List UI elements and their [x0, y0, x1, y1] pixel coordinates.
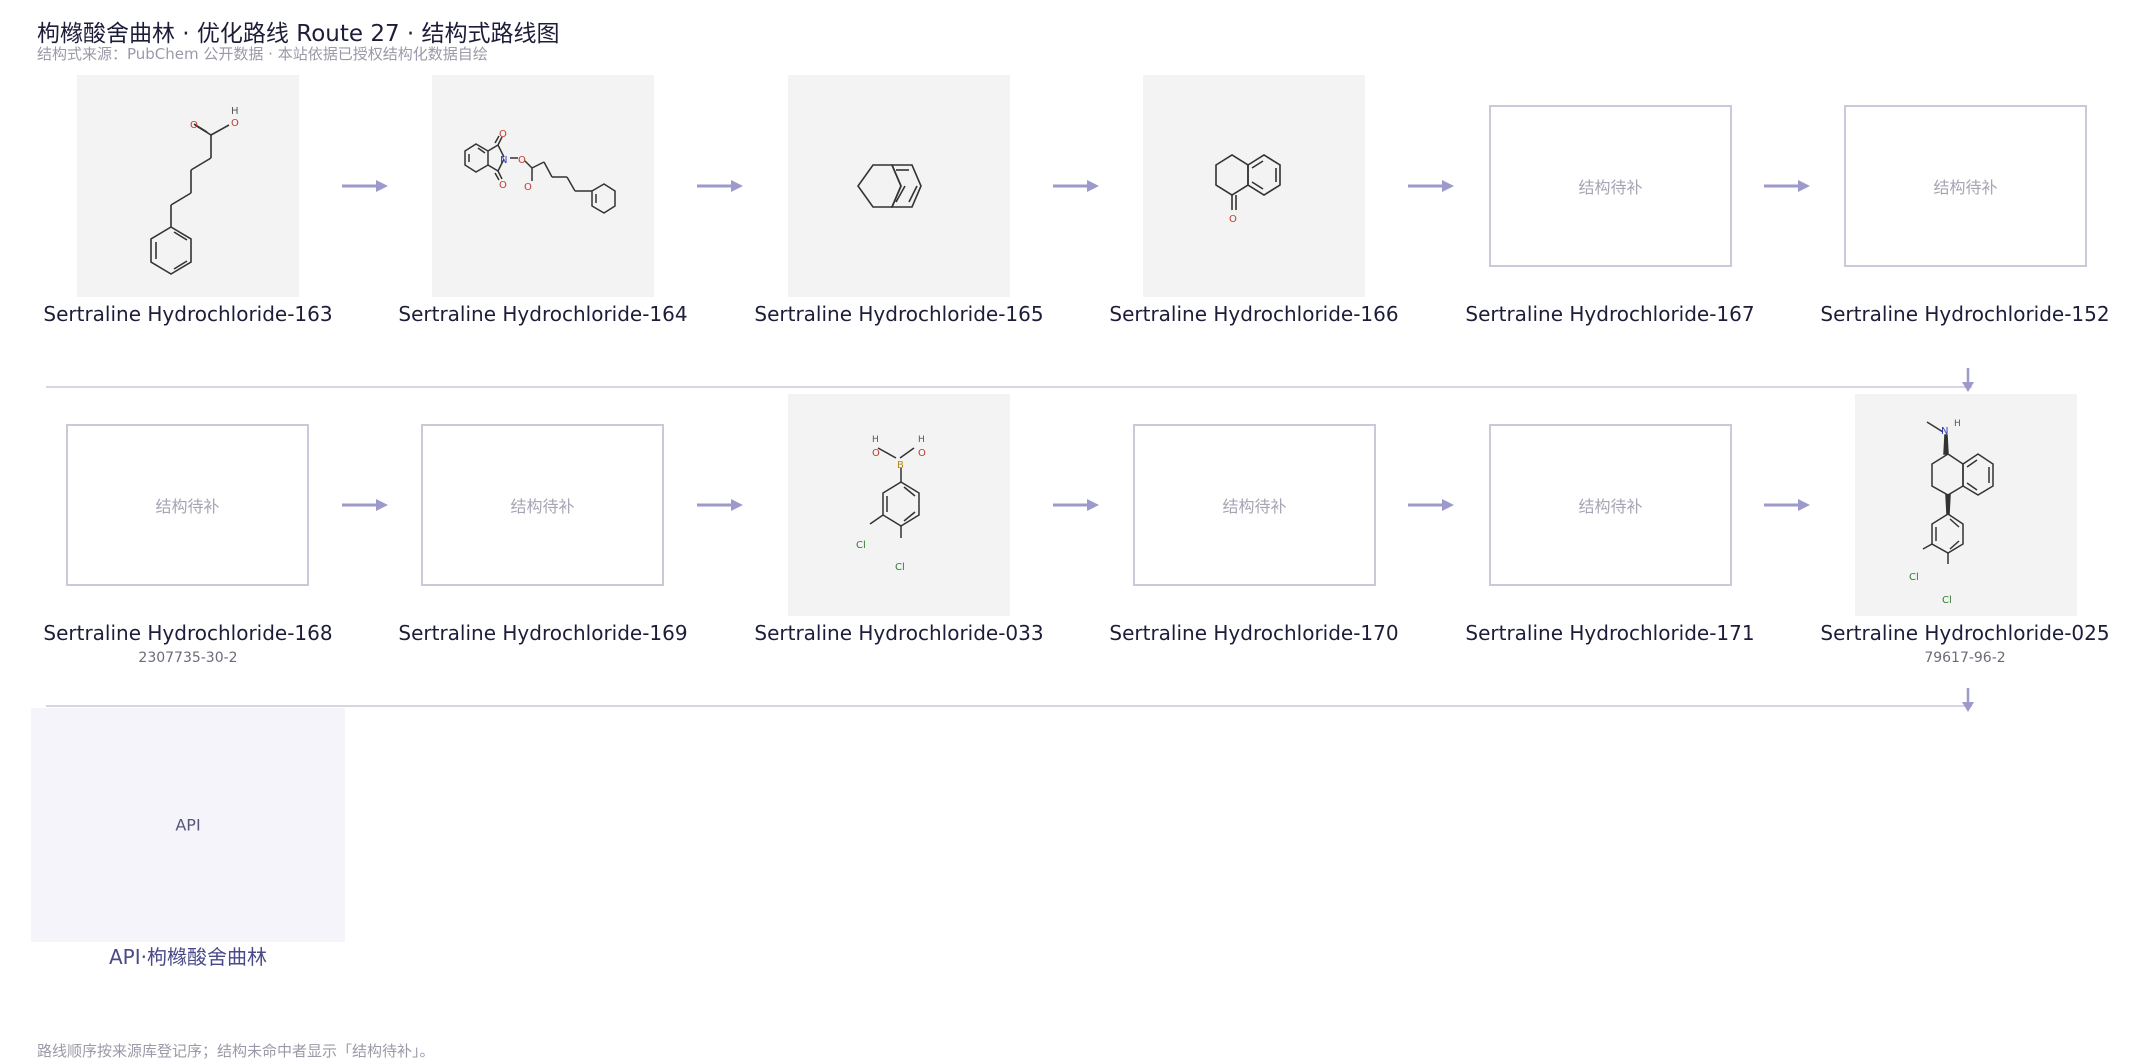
arrow-right-icon [1408, 499, 1454, 511]
row-divider [46, 705, 1972, 707]
svg-text:O: O [231, 118, 239, 129]
svg-text:H: H [1954, 419, 1961, 429]
structure-card-025[interactable]: N H Cl Cl [1855, 394, 2077, 616]
svg-text:H: H [872, 435, 879, 445]
svg-text:Cl: Cl [895, 562, 905, 573]
arrow-right-icon [1764, 180, 1810, 192]
structure-dichlorophenylboronic-acid: H O H O B Cl Cl [856, 435, 926, 573]
arrow-down-icon [1962, 368, 1974, 392]
placeholder-card-168[interactable]: 结构待补 [66, 424, 309, 586]
api-box-text: API [175, 815, 201, 835]
placeholder-card-170[interactable]: 结构待补 [1133, 424, 1376, 586]
row-divider [46, 386, 1972, 388]
arrow-right-icon [1053, 499, 1099, 511]
svg-text:O: O [190, 120, 198, 131]
placeholder-text: 结构待补 [1933, 178, 1998, 197]
arrow-down-icon [1962, 688, 1974, 712]
arrow-right-icon [1408, 180, 1454, 192]
svg-text:N: N [500, 155, 507, 166]
placeholder-card-167[interactable]: 结构待补 [1489, 105, 1732, 267]
placeholder-card-171[interactable]: 结构待补 [1489, 424, 1732, 586]
step-label-168: Sertraline Hydrochloride-168 [43, 621, 333, 645]
svg-text:O: O [499, 180, 507, 191]
structure-1-tetralone: O [1215, 154, 1281, 225]
step-label-025: Sertraline Hydrochloride-025 [1820, 621, 2110, 645]
structure-5-phenylpentanoic-acid: O O H [150, 106, 239, 275]
step-label-033: Sertraline Hydrochloride-033 [754, 621, 1044, 645]
arrow-right-icon [697, 499, 743, 511]
svg-text:H: H [231, 106, 239, 117]
step-label-164: Sertraline Hydrochloride-164 [398, 302, 688, 326]
structure-card-165[interactable] [788, 75, 1010, 297]
placeholder-card-169[interactable]: 结构待补 [421, 424, 664, 586]
cas-number: 79617-96-2 [1924, 650, 2006, 666]
api-card[interactable]: API [31, 708, 345, 942]
svg-text:Cl: Cl [1909, 572, 1919, 583]
step-label-152: Sertraline Hydrochloride-152 [1820, 302, 2110, 326]
placeholder-text: 结构待补 [155, 497, 220, 516]
placeholder-text: 结构待补 [1578, 178, 1643, 197]
cas-number: 2307735-30-2 [138, 650, 238, 666]
svg-text:H: H [918, 435, 925, 445]
svg-text:B: B [897, 460, 904, 471]
svg-text:Cl: Cl [1942, 595, 1952, 606]
step-label-171: Sertraline Hydrochloride-171 [1465, 621, 1755, 645]
structure-phthalimide-ester: N O O O O [464, 129, 616, 214]
page-subtitle: 结构式来源：PubChem 公开数据 · 本站依据已授权结构化数据自绘 [37, 45, 488, 63]
svg-text:O: O [872, 448, 880, 459]
api-label: API·枸橼酸舍曲林 [109, 945, 267, 969]
arrow-right-icon [342, 180, 388, 192]
structure-card-164[interactable]: N O O O O [432, 75, 654, 297]
svg-text:O: O [518, 155, 526, 166]
page-title: 枸橼酸舍曲林 · 优化路线 Route 27 · 结构式路线图 [37, 21, 560, 47]
arrow-right-icon [342, 499, 388, 511]
step-label-163: Sertraline Hydrochloride-163 [43, 302, 333, 326]
structure-card-166[interactable]: O [1143, 75, 1365, 297]
svg-text:O: O [918, 448, 926, 459]
arrow-right-icon [1053, 180, 1099, 192]
structure-sertraline: N H Cl Cl [1909, 419, 1994, 606]
arrow-right-icon [1764, 499, 1810, 511]
step-label-167: Sertraline Hydrochloride-167 [1465, 302, 1755, 326]
svg-text:O: O [499, 129, 507, 140]
step-label-165: Sertraline Hydrochloride-165 [754, 302, 1044, 326]
structure-tetralin [857, 164, 922, 208]
arrow-right-icon [697, 180, 743, 192]
placeholder-text: 结构待补 [1222, 497, 1287, 516]
step-label-166: Sertraline Hydrochloride-166 [1109, 302, 1399, 326]
placeholder-text: 结构待补 [1578, 497, 1643, 516]
svg-text:N: N [1941, 426, 1948, 437]
svg-text:O: O [524, 182, 532, 193]
svg-text:Cl: Cl [856, 540, 866, 551]
placeholder-card-152[interactable]: 结构待补 [1844, 105, 2087, 267]
placeholder-text: 结构待补 [510, 497, 575, 516]
structure-card-163[interactable]: O O H [77, 75, 299, 297]
step-label-170: Sertraline Hydrochloride-170 [1109, 621, 1399, 645]
footer-note: 路线顺序按来源库登记序；结构未命中者显示「结构待补」。 [37, 1042, 435, 1060]
step-label-169: Sertraline Hydrochloride-169 [398, 621, 688, 645]
structure-card-033[interactable]: H O H O B Cl Cl [788, 394, 1010, 616]
svg-text:O: O [1229, 214, 1237, 225]
